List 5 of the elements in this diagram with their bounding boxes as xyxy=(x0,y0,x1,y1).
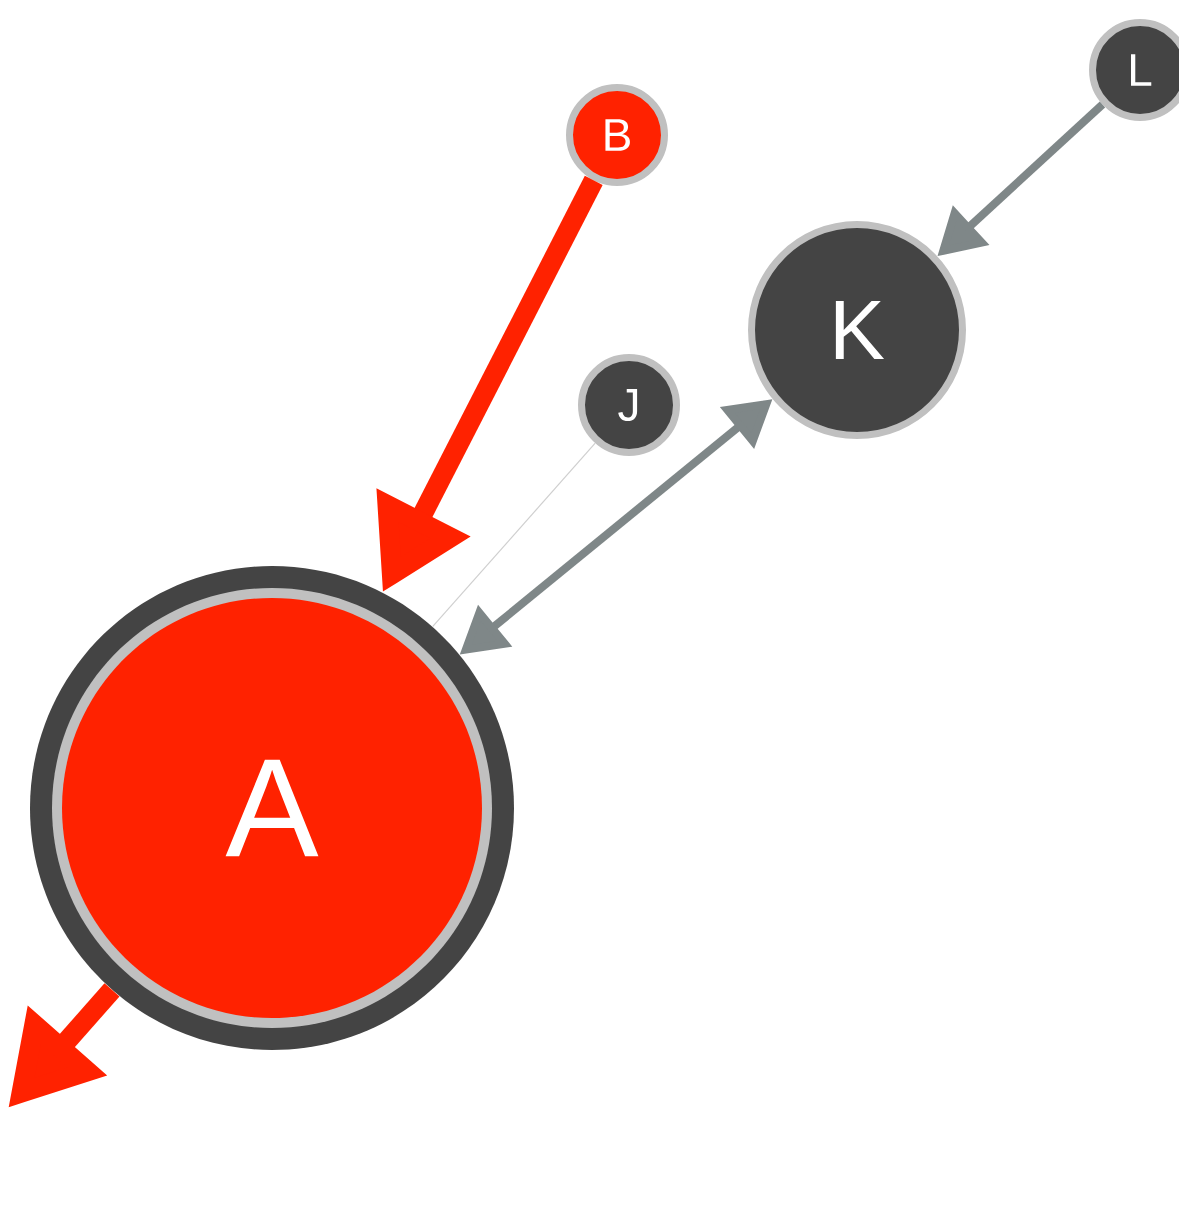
circle-node: L xyxy=(1089,19,1179,121)
circle-node: J xyxy=(578,354,680,456)
circle-node: B xyxy=(566,84,668,186)
circle-node: A xyxy=(30,566,514,1050)
circle-node: K xyxy=(748,221,966,439)
